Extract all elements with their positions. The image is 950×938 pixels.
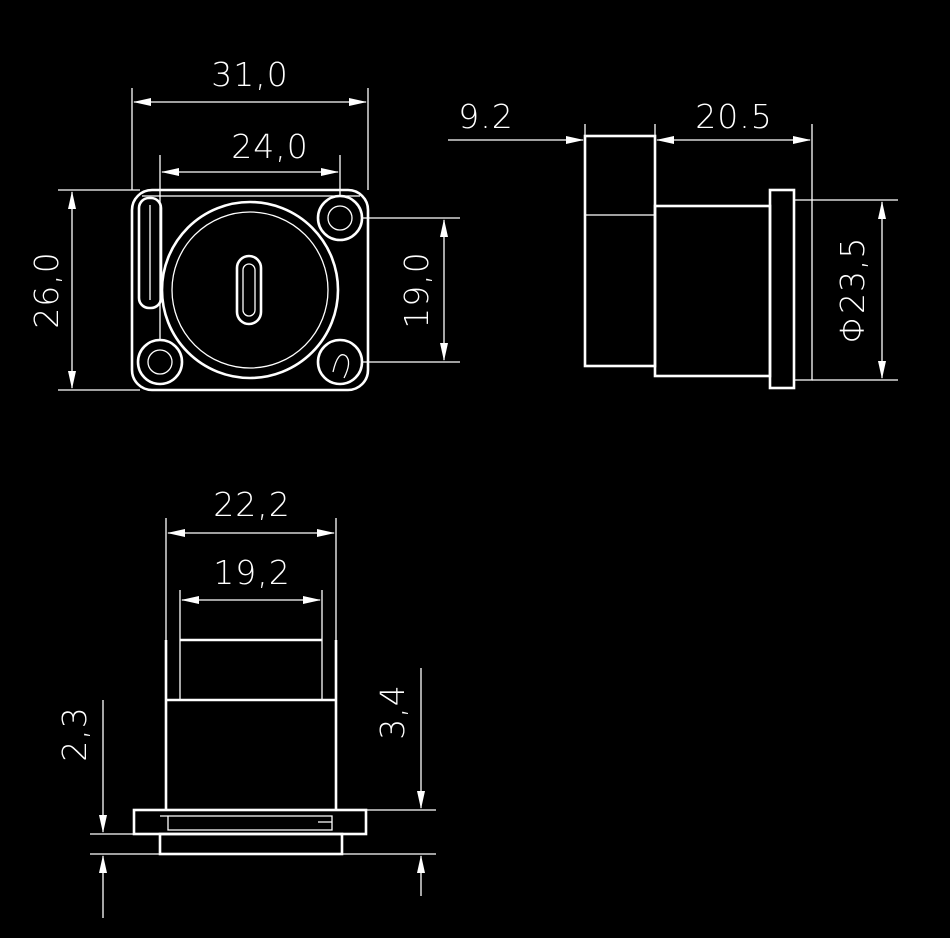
dim-flange-right: 3,4: [373, 684, 412, 739]
bottom-view: [132, 590, 368, 856]
ext-line-2-3: [90, 833, 160, 855]
dim-depth-body: 20.5: [695, 97, 772, 136]
mount-hole-top-right: [316, 194, 364, 242]
ext-line-19: [362, 217, 460, 363]
usb-c-port: [235, 254, 263, 326]
dim-height-holes: 19,0: [397, 251, 436, 328]
mount-hole-bottom-left-inner: [147, 349, 173, 375]
mount-hole-bottom-right-screw: [332, 354, 350, 379]
side-body: [653, 204, 772, 378]
ext-line-24: [159, 155, 341, 340]
front-flange-outline: [130, 188, 370, 392]
side-front-cap: [794, 199, 813, 381]
mount-hole-top-right-inner: [327, 205, 353, 231]
body-circle-outer: [160, 200, 340, 380]
bottom-dimensions: 22,2 19,2 2,3 3,4: [55, 485, 436, 918]
dim-depth-rear: 9.2: [458, 97, 513, 136]
mount-hole-bottom-right: [316, 338, 364, 386]
dim-width-inner: 19,2: [213, 553, 290, 592]
ext-line-26: [58, 189, 140, 391]
bottom-slot: [160, 815, 333, 831]
side-dimensions: 9.2 20.5 Φ23,5: [448, 97, 898, 381]
ext-line-3-4: [342, 809, 436, 855]
ext-line-31: [131, 88, 369, 190]
front-view: [130, 188, 370, 392]
body-circle-inner: [171, 211, 329, 369]
side-view: [583, 134, 813, 390]
ext-line-22-2: [165, 518, 337, 640]
dim-height-overall: 26,0: [27, 251, 66, 328]
dim-width-outer: 22,2: [213, 485, 290, 524]
front-dimensions: 31,0 24,0 26,0 19,0: [27, 55, 460, 391]
side-rear-housing: [583, 134, 657, 368]
bottom-inner-walls: [179, 590, 323, 700]
dim-flange-left: 2,3: [55, 706, 94, 761]
side-flange: [768, 188, 796, 390]
dim-width-overall: 31,0: [211, 55, 288, 94]
latch-slot: [137, 196, 163, 310]
dim-diameter: Φ23,5: [833, 237, 872, 344]
dim-width-holes: 24,0: [231, 127, 308, 166]
bottom-lip: [158, 832, 344, 856]
mount-hole-bottom-left: [136, 338, 184, 386]
usb-c-port-inner: [242, 263, 256, 317]
ext-line-20-5: [654, 124, 813, 206]
ext-line-23-5: [812, 199, 898, 381]
